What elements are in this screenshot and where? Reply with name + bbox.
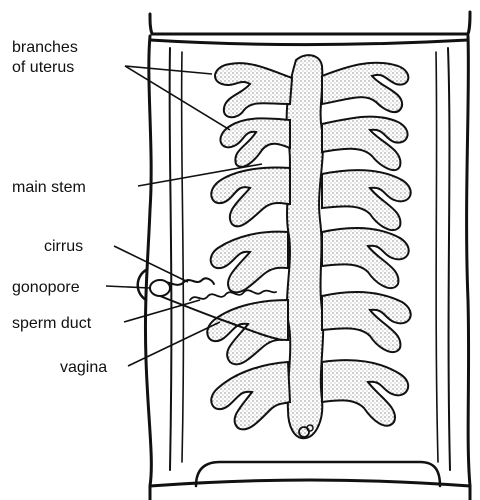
uterus-branch	[211, 362, 290, 429]
uterus-branch	[215, 63, 292, 117]
uterus-branch	[220, 118, 290, 167]
uterus-branch	[211, 232, 288, 293]
uterus-branch	[207, 300, 288, 364]
gonopore-opening	[150, 280, 170, 296]
label-main-stem: main stem	[12, 179, 86, 196]
label-branches-line1: branches	[12, 39, 78, 56]
uterus-branch	[322, 228, 409, 288]
labels: branches of uterus main stem cirrus gono…	[12, 39, 107, 376]
label-gonopore: gonopore	[12, 279, 80, 296]
uterus-branch	[322, 63, 408, 112]
uterus-branch	[322, 360, 408, 426]
label-sperm-duct: sperm duct	[12, 315, 92, 332]
uterus-branch	[322, 170, 411, 230]
label-branches-line2: of uterus	[12, 59, 74, 76]
uterus-branch	[322, 292, 411, 352]
uterus	[207, 55, 410, 438]
uterus-branch	[211, 168, 290, 227]
label-cirrus: cirrus	[44, 238, 83, 255]
uterus-branch	[322, 117, 408, 170]
uterus-main-stem	[287, 55, 323, 438]
label-vagina: vagina	[60, 359, 107, 376]
